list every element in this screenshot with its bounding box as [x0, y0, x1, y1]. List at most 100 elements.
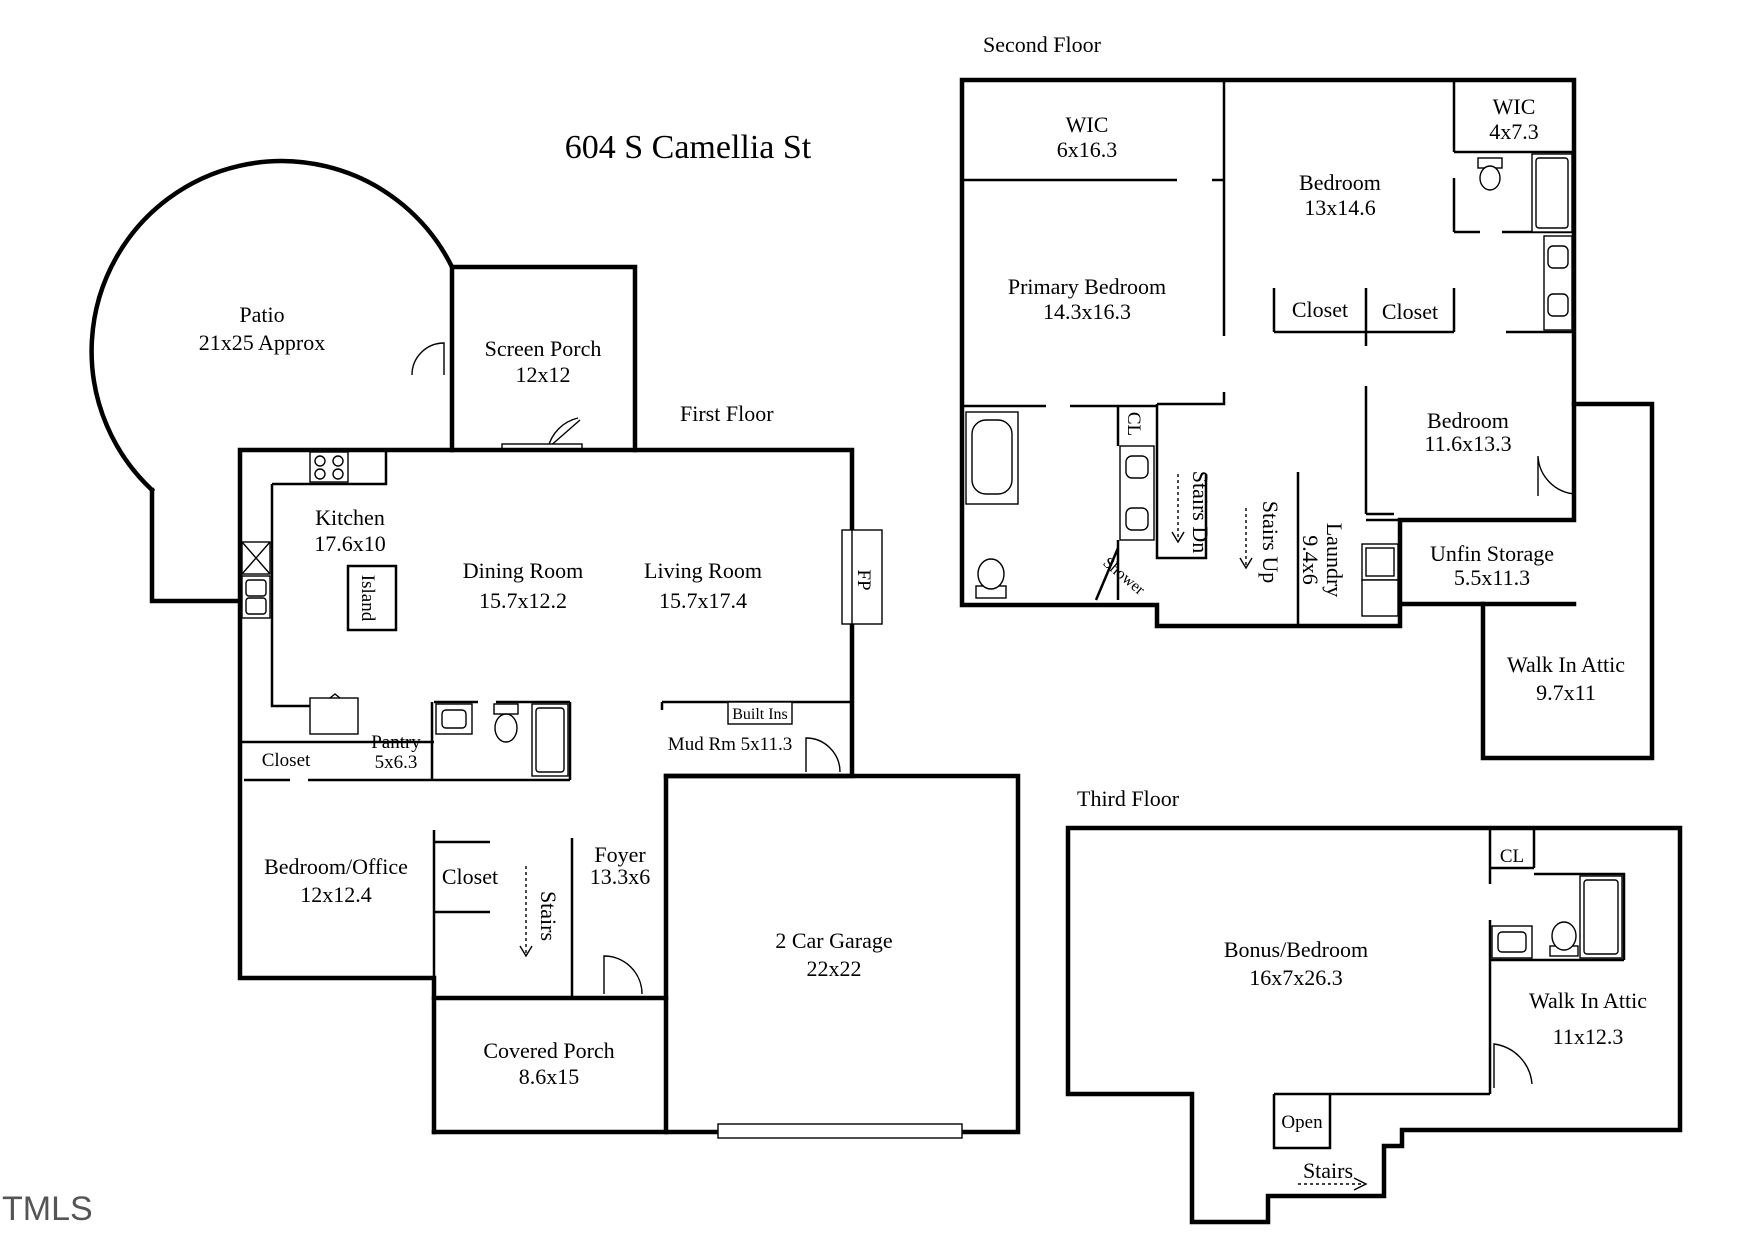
bedroom2-bathtub [1531, 153, 1573, 233]
laundry-dim: 9.4x6 [1298, 535, 1323, 585]
first-floor-label: First Floor [680, 401, 774, 426]
mud-room-door-swing [805, 737, 841, 773]
kitchen-name: Kitchen [315, 505, 385, 530]
third-floor-cl-label: CL [1500, 846, 1524, 867]
walk-in-attic2-name: Walk In Attic [1529, 988, 1647, 1013]
walk-in-attic2-dim: 11x12.3 [1553, 1024, 1624, 1049]
closets-second-floor [1272, 288, 1456, 346]
third-floor-exterior-walls [1065, 825, 1683, 1225]
laundry-walls [1296, 386, 1394, 626]
patio-outline [89, 158, 456, 604]
wic1-dim: 6x16.3 [1057, 137, 1118, 162]
bedroom2-name: Bedroom [1299, 170, 1381, 195]
mls-watermark-logo: TMLS [2, 1190, 93, 1228]
living-room-name: Living Room [644, 558, 762, 583]
garage-name: 2 Car Garage [775, 928, 892, 953]
bedroom2-bath-walls [1452, 80, 1574, 234]
garage-door [717, 1123, 963, 1139]
bedroom-closet-walls [432, 830, 490, 978]
bedroom-office-dim: 12x12.4 [300, 882, 372, 907]
pantry-dim: 5x6.3 [375, 752, 418, 773]
walk-in-attic1-dim: 9.7x11 [1536, 680, 1596, 705]
kitchen-closet-label: Closet [262, 750, 311, 771]
pantry-shelf-mark [329, 693, 341, 699]
second-floor-label: Second Floor [983, 32, 1102, 57]
stairs-up-arrowhead [1239, 557, 1253, 570]
pantry-shelf [309, 697, 359, 735]
third-stairs-arrowhead [1353, 1177, 1368, 1191]
stairs-up-label: Stairs Up [1258, 501, 1283, 584]
patio-dim: 21x25 Approx [199, 330, 326, 355]
dining-room-name: Dining Room [463, 558, 583, 583]
fireplace [841, 529, 883, 625]
wic2-name: WIC [1493, 94, 1536, 119]
screen-porch-dim: 12x12 [516, 362, 571, 387]
dining-room-dim: 15.7x12.2 [479, 588, 567, 613]
stairs-dn-arrowhead [1171, 531, 1185, 544]
refrigerator [241, 541, 271, 575]
foyer-door-swing [603, 955, 643, 995]
garage-dim: 22x22 [807, 956, 862, 981]
bath-walls [496, 700, 572, 780]
third-floor-toilet [1549, 921, 1579, 957]
bonus-bedroom-name: Bonus/Bedroom [1224, 937, 1368, 962]
third-floor-plan: Bonus/Bedroom 16x7x26.3 CL Walk In Attic… [1065, 825, 1683, 1225]
foyer-dim: 13.3x6 [590, 864, 651, 889]
patio-name: Patio [239, 302, 284, 327]
fireplace-label: FP [853, 569, 874, 590]
second-floor-exterior-walls [959, 77, 1577, 629]
built-ins-label: Built Ins [732, 706, 788, 723]
pantry-closet-walls [240, 700, 570, 782]
third-floor-bath-walls [1488, 828, 1626, 1094]
bedroom-office-name: Bedroom/Office [264, 854, 408, 879]
kitchen-sink [241, 575, 271, 619]
bedroom2-vanity [1543, 235, 1573, 331]
unfin-storage-name: Unfin Storage [1430, 541, 1554, 566]
primary-bedroom-name: Primary Bedroom [1008, 274, 1166, 299]
property-address-title: 604 S Camellia St [565, 129, 812, 166]
primary-toilet [975, 558, 1007, 599]
primary-bathtub [965, 411, 1019, 505]
second-floor-cl-label: CL [1123, 412, 1144, 436]
open-label: Open [1281, 1112, 1323, 1133]
third-stairs-label: Stairs [1303, 1158, 1353, 1183]
storage-walls [1366, 518, 1402, 604]
third-floor-bathtub [1579, 875, 1623, 959]
covered-porch-name: Covered Porch [483, 1038, 614, 1063]
mud-room-label: Mud Rm 5x11.3 [668, 734, 792, 755]
primary-bedroom-dim: 14.3x16.3 [1043, 299, 1131, 324]
third-floor-sink [1491, 925, 1533, 959]
unfin-storage-dim: 5.5x11.3 [1454, 565, 1530, 590]
screen-porch-walls [449, 264, 638, 453]
attic2-door-swing [1493, 1043, 1533, 1088]
bedroom3-dim: 11.6x13.3 [1424, 431, 1511, 456]
washer-dryer [1361, 543, 1399, 617]
bedroom2-toilet [1477, 157, 1503, 191]
first-floor-plan: Island Built Ins FP [89, 158, 1021, 1139]
kitchen-island [346, 564, 398, 632]
bedroom3-name: Bedroom [1427, 408, 1509, 433]
screen-porch-name: Screen Porch [485, 336, 602, 361]
third-floor-label: Third Floor [1077, 786, 1180, 811]
laundry-name: Laundry [1322, 523, 1347, 598]
foyer-name: Foyer [594, 842, 646, 867]
pantry-name: Pantry [371, 732, 421, 753]
living-room-dim: 15.7x17.4 [659, 588, 747, 613]
shower-wall [1094, 547, 1120, 601]
first-floor-bathtub [531, 703, 569, 777]
bonus-bedroom-dim: 16x7x26.3 [1249, 965, 1343, 990]
primary-vanity [1119, 445, 1155, 541]
first-stairs-label: Stairs [536, 891, 561, 941]
second-floor-plan: WIC 6x16.3 WIC 4x7.3 Bedroom 13x14.6 Pri… [959, 77, 1655, 761]
island-label: Island [357, 575, 378, 622]
walk-in-attic1-name: Walk In Attic [1507, 652, 1625, 677]
stove-cooktop [309, 451, 349, 483]
covered-porch-dim: 8.6x15 [519, 1064, 580, 1089]
kitchen-dim: 17.6x10 [314, 531, 386, 556]
stairs-dn-label: Stairs Dn [1188, 471, 1213, 554]
walk-in-attic-walls [1480, 401, 1655, 761]
wic2-dim: 4x7.3 [1489, 119, 1539, 144]
bedroom3-door-swing [1537, 455, 1577, 496]
closet4-label: Closet [1382, 299, 1438, 324]
